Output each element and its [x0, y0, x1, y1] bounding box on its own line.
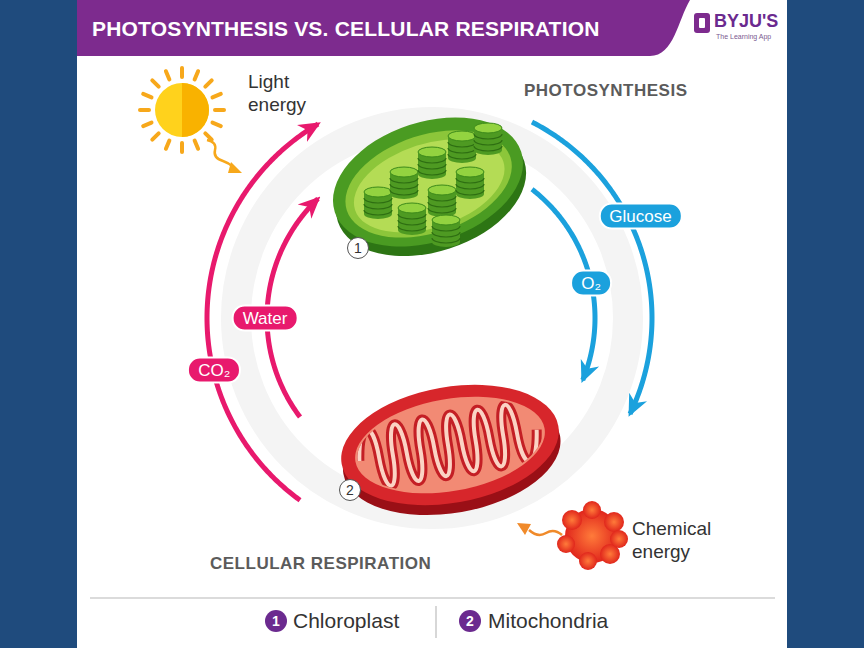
energy-blob	[610, 530, 628, 548]
chloroplast-illustration	[398, 203, 426, 235]
sun-icon	[182, 83, 209, 137]
chloroplast-illustration	[448, 131, 476, 163]
legend-divider	[435, 606, 436, 638]
sun-icon	[152, 80, 158, 86]
sun-icon	[212, 94, 220, 97]
legend-number: 1	[272, 613, 280, 629]
sun-icon	[166, 140, 169, 148]
chloroplast-illustration	[316, 95, 543, 279]
sun-icon	[180, 68, 184, 77]
mitochondria-node: 2	[300, 380, 630, 520]
chloroplast-illustration	[364, 187, 392, 219]
chloroplast-illustration	[342, 122, 516, 250]
energy-blob	[562, 510, 582, 530]
light-arrow	[207, 140, 242, 173]
sun-icon	[166, 71, 169, 79]
title-banner	[77, 0, 690, 56]
energy-label: Light energy	[248, 70, 328, 116]
callout-number: 1	[347, 237, 369, 259]
sun-icon	[180, 143, 184, 152]
callout-number: 2	[339, 479, 361, 501]
mitochondria-illustration	[332, 369, 569, 521]
brand-icon	[699, 18, 705, 28]
brand-icon	[694, 13, 710, 33]
energy-blob	[583, 501, 601, 519]
chloroplast-illustration	[428, 185, 456, 217]
sun-icon	[143, 123, 151, 126]
sun-icon	[143, 94, 151, 97]
sun-icon	[215, 108, 224, 112]
chloroplast-node: 1	[318, 92, 532, 262]
mitochondria-illustration	[354, 400, 542, 490]
energy-blob	[557, 535, 575, 553]
cycle-arrow	[207, 124, 318, 500]
mitochondria-illustration	[332, 369, 571, 531]
chloroplast-illustration	[390, 167, 418, 199]
sun-icon	[152, 133, 158, 139]
legend-number: 2	[466, 613, 474, 629]
edge-label: Glucose	[598, 203, 682, 230]
sun-icon	[212, 123, 220, 126]
sun-icon	[205, 80, 211, 86]
chloroplast-illustration	[418, 147, 446, 179]
legend-rule	[90, 597, 775, 599]
chloroplast-illustration	[316, 95, 539, 270]
energy-blob	[557, 501, 628, 570]
sun-icon	[140, 68, 224, 152]
content-panel	[77, 0, 787, 648]
diagram-title: PHOTOSYNTHESIS VS. CELLULAR RESPIRATION	[92, 17, 600, 41]
brand-tagline: The Learning App	[716, 33, 771, 40]
brand-name: BYJU'S	[714, 11, 778, 32]
energy-blob	[604, 512, 624, 532]
brand-icon	[694, 13, 710, 33]
energy-label: Chemical energy	[632, 517, 742, 563]
sun-icon	[195, 71, 198, 79]
sun-icon	[140, 108, 149, 112]
chloroplast-illustration	[432, 215, 460, 247]
energy-blob	[579, 552, 597, 570]
chloroplast-illustration	[456, 167, 484, 199]
chloroplast-illustration	[474, 123, 502, 155]
edge-label: CO₂	[187, 357, 241, 384]
sun-icon	[195, 140, 198, 148]
energy-arrow	[517, 523, 531, 535]
light-arrow	[228, 162, 242, 173]
mitochondria-illustration	[347, 383, 552, 507]
legend-text: Chloroplast	[293, 608, 399, 633]
process-heading: CELLULAR RESPIRATION	[210, 554, 431, 574]
sun-icon	[155, 83, 209, 137]
edge-label: O₂	[570, 269, 612, 296]
energy-arrow	[517, 523, 562, 535]
chloroplast-illustration	[332, 111, 526, 257]
chloroplast-illustration	[316, 95, 543, 279]
energy-arrow	[529, 530, 562, 535]
edge-label: Water	[232, 305, 299, 332]
sun-icon	[205, 133, 211, 139]
mitochondria-illustration	[354, 400, 542, 490]
cycle-arrow	[532, 122, 652, 414]
light-arrow	[207, 140, 233, 167]
sun-icon	[140, 68, 224, 152]
mitochondria-illustration	[354, 400, 542, 490]
legend-text: Mitochondria	[488, 608, 608, 633]
process-heading: PHOTOSYNTHESIS	[524, 81, 688, 101]
